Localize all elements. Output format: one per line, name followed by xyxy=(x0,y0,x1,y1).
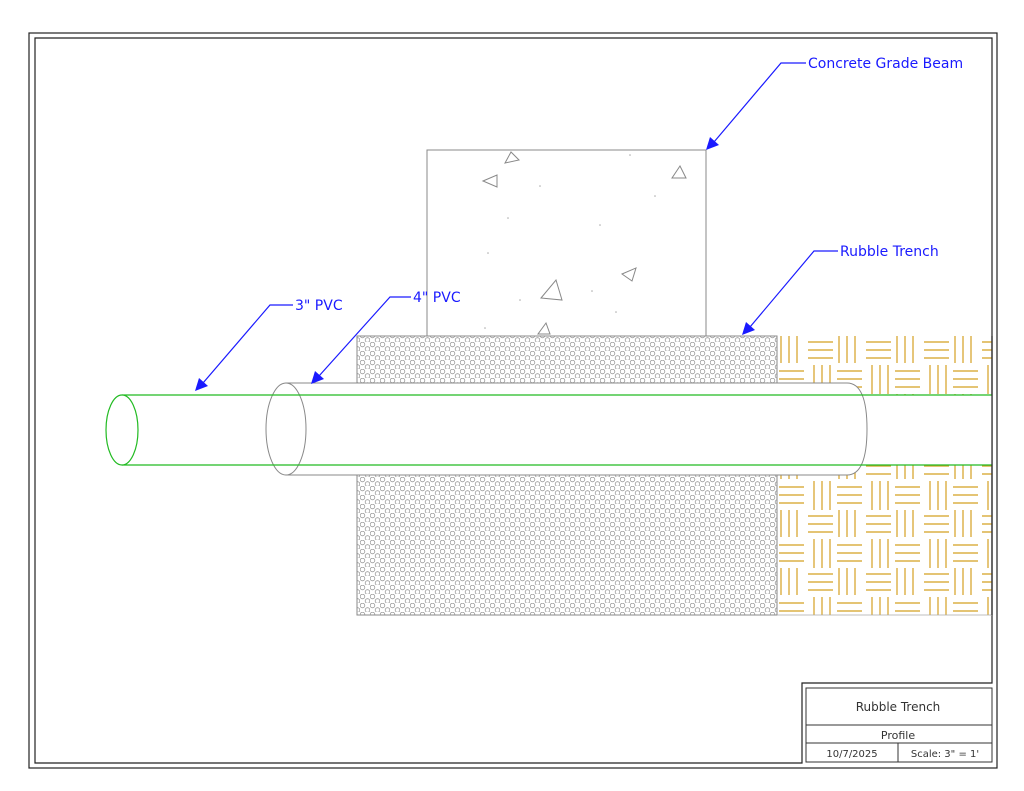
title-block: Rubble Trench Profile 10/7/2025 Scale: 3… xyxy=(805,687,993,763)
title-block-scale: Scale: 3" = 1' xyxy=(911,749,979,760)
label-3in-pvc: 3" PVC xyxy=(295,298,343,314)
arrowhead-icon xyxy=(706,137,719,150)
leader-concrete-grade-beam: Concrete Grade Beam xyxy=(706,56,963,150)
concrete-grade-beam xyxy=(426,149,707,337)
label-rubble-trench: Rubble Trench xyxy=(840,244,939,260)
arrowhead-icon xyxy=(742,322,755,335)
title-block-subtitle: Profile xyxy=(881,729,915,742)
leader-4in-pvc: 4" PVC xyxy=(311,290,461,384)
sheet-inner-border xyxy=(34,37,993,764)
arrowhead-icon xyxy=(195,378,208,391)
title-block-date: 10/7/2025 xyxy=(826,749,877,760)
title-block-title: Rubble Trench xyxy=(856,700,941,714)
sheet-outer-border xyxy=(28,32,998,769)
pvc-4in-pipe xyxy=(265,382,868,476)
arrowhead-icon xyxy=(311,371,324,384)
leader-3in-pvc: 3" PVC xyxy=(195,298,343,391)
pvc-3in-pipe xyxy=(105,394,992,466)
label-4in-pvc: 4" PVC xyxy=(413,290,461,306)
leader-rubble-trench: Rubble Trench xyxy=(742,244,939,335)
label-concrete-grade-beam: Concrete Grade Beam xyxy=(808,56,963,72)
